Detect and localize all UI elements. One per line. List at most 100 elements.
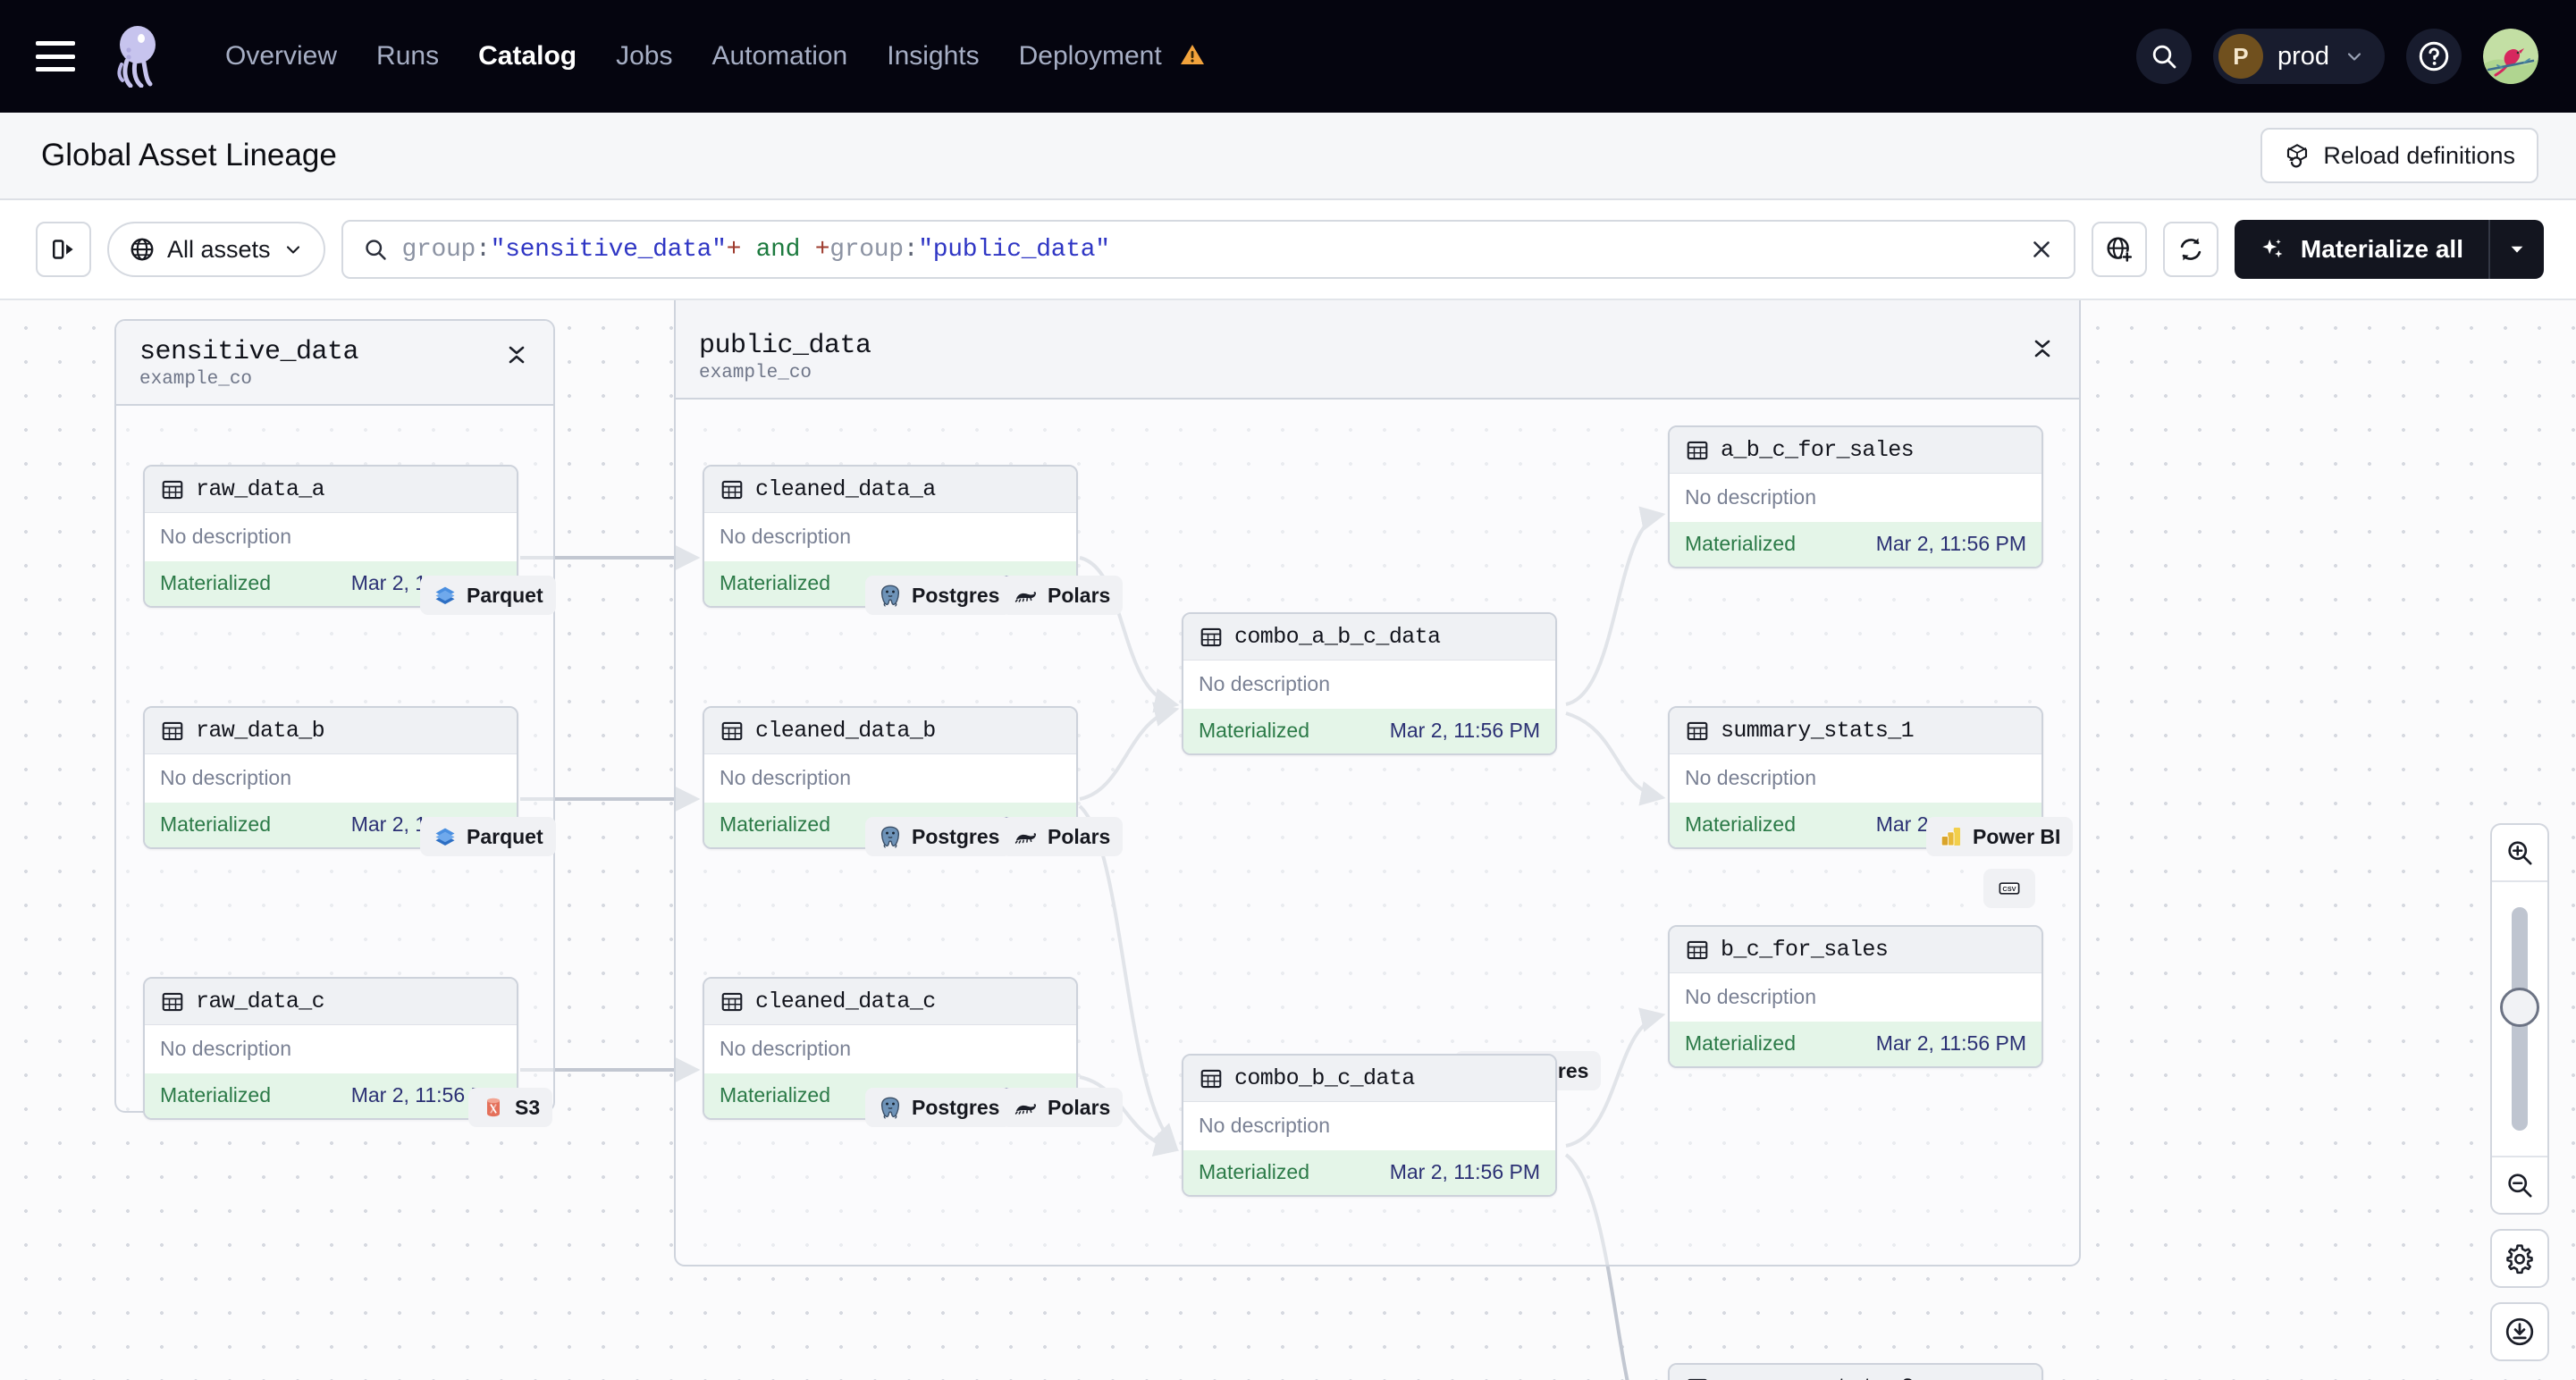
asset-node-summary_stats_2[interactable]: summary_stats_2No descriptionMaterialize… [1668,1363,2043,1380]
zoom-out-button[interactable] [2492,1157,2547,1213]
asset-kind-label: Postgres [912,1095,1000,1119]
dagster-logo[interactable] [109,25,166,88]
asset-search-box[interactable]: group:"sensitive_data"+ and +group:"publ… [341,220,2075,279]
s3-icon [487,1098,500,1117]
postgres-icon [880,585,900,607]
materialize-all-button[interactable]: Materialize all [2235,220,2488,279]
asset-kind-tag[interactable]: Parquet [420,817,556,856]
group-collapse-button[interactable] [501,337,532,377]
asset-kind-tag[interactable]: S3 [468,1088,553,1127]
asset-kind-tag[interactable]: Polars [1001,817,1124,856]
search-icon [2152,45,2176,69]
table-icon [1200,1069,1222,1088]
query-token: "public_data" [918,235,1110,264]
asset-node-header: summary_stats_2 [1670,1365,2041,1380]
postgres-icon [880,826,900,848]
parquet-icon [435,586,455,605]
deployment-selector[interactable]: P prod [2212,29,2385,84]
asset-kind-tag[interactable]: Power BI [1926,817,2074,856]
asset-node-name: raw_data_c [196,989,325,1014]
nav-label: Automation [711,41,848,71]
nav-label: Overview [225,41,338,71]
asset-kind-tag[interactable]: Polars [1001,1088,1124,1127]
graph-settings-button[interactable] [2490,1229,2549,1288]
materialize-all-split-button[interactable]: Materialize all [2234,220,2544,279]
help-button[interactable] [2406,29,2462,84]
group-header: sensitive_data example_co [116,321,553,406]
global-search-button[interactable] [2135,29,2192,84]
asset-kind-label: S3 [515,1095,541,1119]
nav-link-catalog[interactable]: Catalog [459,32,596,80]
asset-kind-tag[interactable]: Parquet [420,576,556,615]
asset-scope-filter[interactable]: All assets [107,222,325,277]
zoom-in-icon [2508,841,2532,865]
chevron-down-icon [2511,246,2523,253]
group-name: public_data [699,331,871,361]
asset-node-header: combo_a_b_c_data [1183,614,1555,661]
asset-node-description: No description [704,513,1076,561]
query-token: : [476,235,491,264]
asset-scope-label: All assets [167,235,271,263]
table-icon [1687,1378,1708,1380]
table-icon [1200,627,1222,646]
asset-node-name: b_c_for_sales [1721,937,1889,963]
group-collapse-button[interactable] [2027,331,2058,371]
nav-link-overview[interactable]: Overview [206,32,357,80]
asset-lineage-canvas[interactable]: sensitive_data example_co public_data ex… [0,300,2576,1380]
materialize-options-button[interactable] [2488,220,2544,279]
lineage-toolbar: All assets group:"sensitive_data"+ and +… [0,200,2576,300]
asset-kind-tag[interactable]: Polars [1001,576,1124,615]
asset-kind-tag[interactable]: Postgres [865,576,1013,615]
nav-link-automation[interactable]: Automation [692,32,867,80]
zoom-slider[interactable] [2492,880,2547,1157]
asset-node-description: No description [1670,973,2041,1022]
user-avatar[interactable] [2483,29,2538,84]
panel-expand-button[interactable] [36,222,91,277]
add-to-global-view-button[interactable] [2091,222,2147,277]
table-icon [1687,721,1708,740]
asset-search-input[interactable]: group:"sensitive_data"+ and +group:"publ… [402,236,1110,264]
asset-node-description: No description [145,1025,517,1073]
asset-node-header: cleaned_data_b [704,708,1076,754]
refresh-button[interactable] [2162,222,2218,277]
nav-link-deployment[interactable]: Deployment [999,32,1225,80]
query-token: + [814,235,830,264]
query-token: and [755,235,801,264]
asset-node-description: No description [704,1025,1076,1073]
asset-node-header: cleaned_data_c [704,979,1076,1025]
asset-node-description: No description [1183,1102,1555,1150]
asset-kind-tag[interactable]: Postgres [865,817,1013,856]
asset-kind-tag[interactable]: Postgres [865,1088,1013,1127]
asset-node-header: combo_b_c_data [1183,1056,1555,1102]
zoom-in-button[interactable] [2492,825,2547,880]
panel-expand-icon [53,240,73,259]
asset-kind-label: Polars [1048,583,1111,607]
asset-kind-label: Postgres [912,583,1000,607]
clear-search-button[interactable] [2024,231,2059,267]
hamburger-icon[interactable] [36,41,75,72]
status-timestamp[interactable]: Mar 2, 11:56 PM [1875,532,2026,555]
reload-definitions-button[interactable]: Reload definitions [2260,128,2538,183]
nav-label: Jobs [616,41,673,71]
asset-node-name: combo_b_c_data [1234,1065,1415,1091]
nav-link-runs[interactable]: Runs [357,32,459,80]
zoom-slider-thumb[interactable] [2500,988,2539,1027]
asset-kind-tag[interactable]: CSV [1983,869,2035,908]
status-timestamp[interactable]: Mar 2, 11:56 PM [1389,1160,1540,1183]
status-timestamp[interactable]: Mar 2, 11:56 PM [1875,1031,2026,1055]
fit-to-screen-button[interactable] [2490,1302,2549,1361]
table-icon [1687,441,1708,459]
deployment-name: prod [2277,41,2329,71]
asset-node-header: a_b_c_for_sales [1670,427,2041,474]
nav-link-jobs[interactable]: Jobs [596,32,692,80]
status-timestamp[interactable]: Mar 2, 11:56 PM [1389,719,1540,742]
nav-link-insights[interactable]: Insights [867,32,998,80]
